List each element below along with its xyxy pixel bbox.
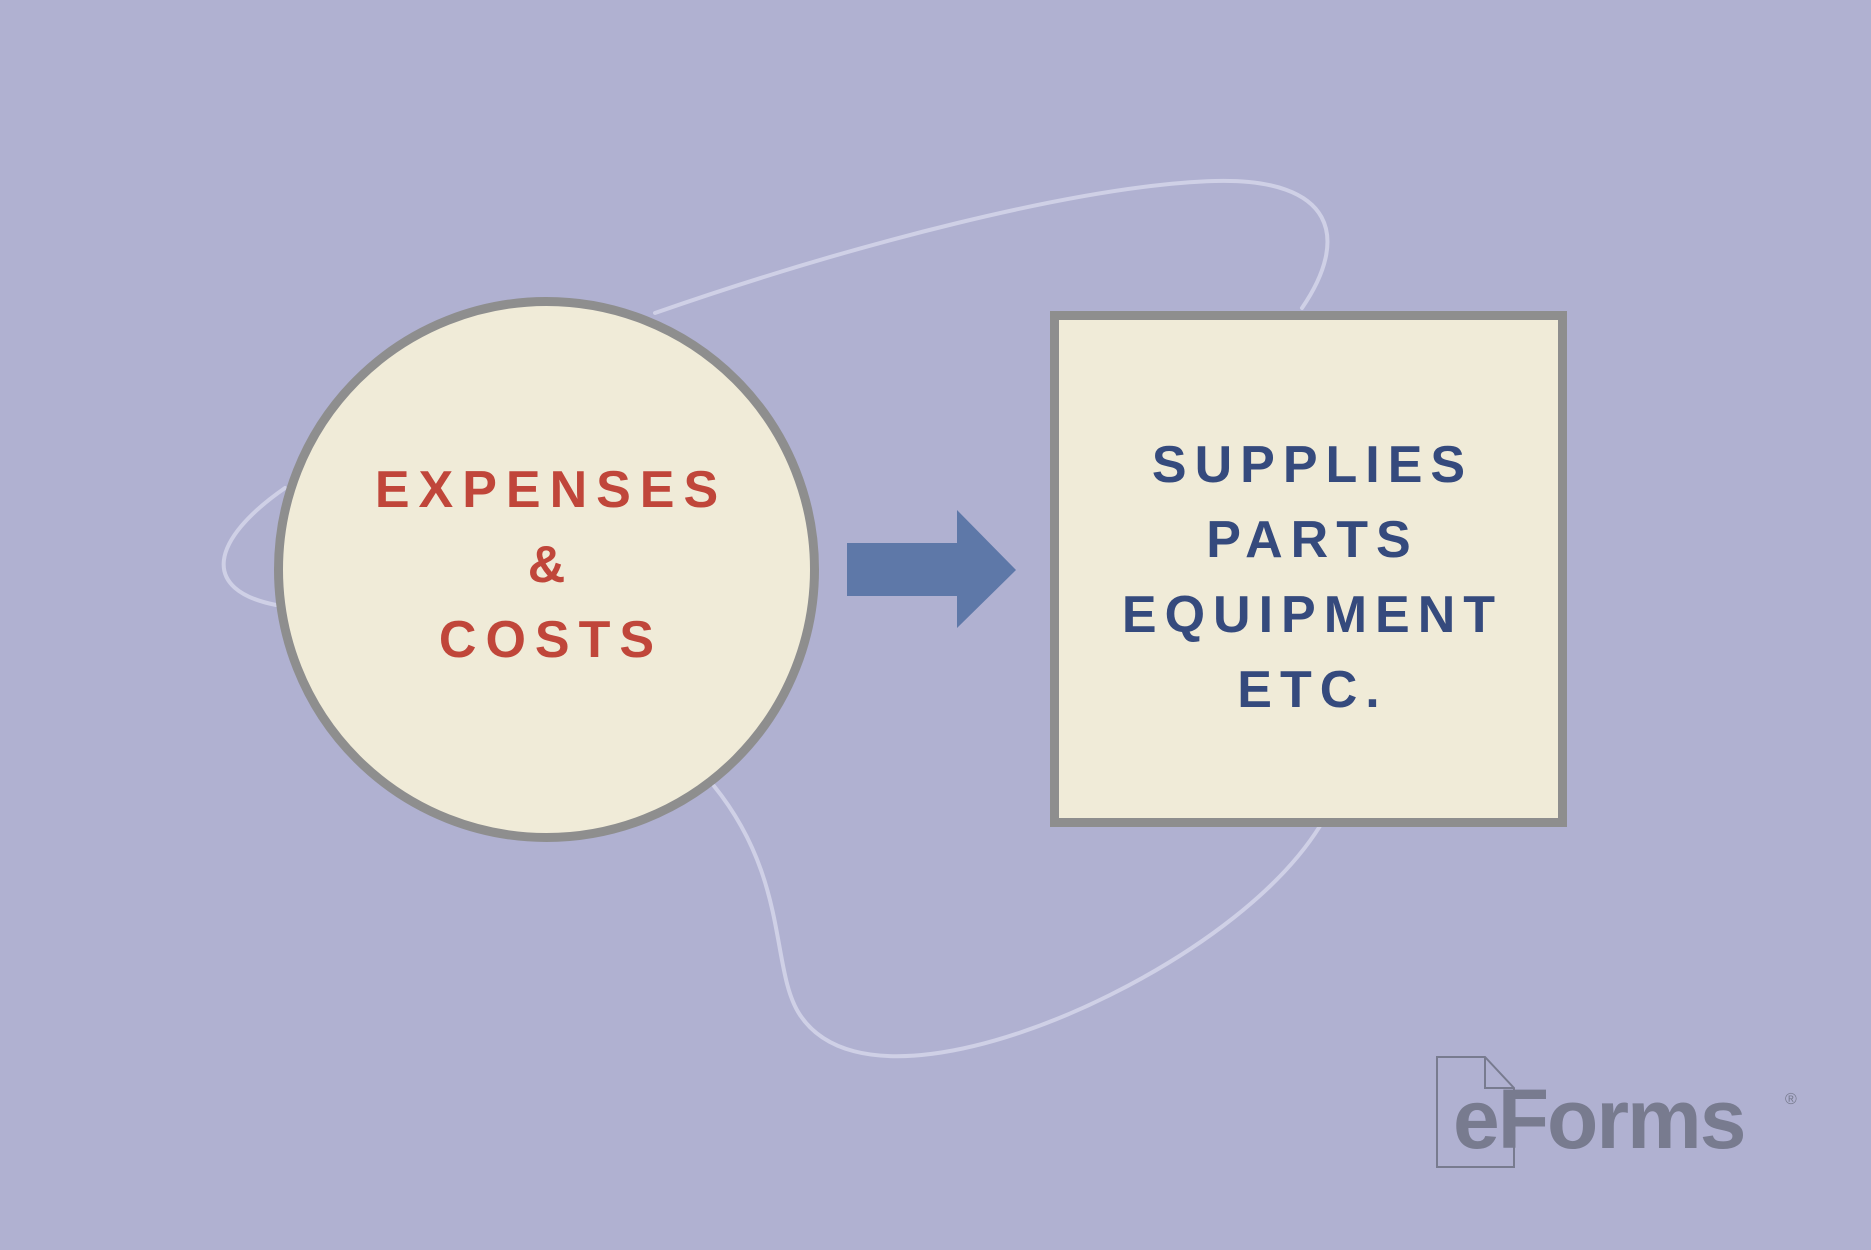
- decorative-loop-curve: [653, 178, 1330, 315]
- arrow-connector: [847, 510, 1016, 628]
- circle-label-line-2: &: [527, 536, 575, 594]
- decorative-loop-curve-bottom: [712, 784, 1322, 1059]
- eforms-logo: eForms ®: [1435, 1055, 1805, 1175]
- document-icon: [1436, 1056, 1515, 1168]
- square-label-line-1: SUPPLIES: [1151, 436, 1474, 494]
- square-label-line-4: ETC.: [1237, 661, 1388, 719]
- circle-label-line-1: EXPENSES: [374, 461, 728, 519]
- expenses-costs-circle: EXPENSES & COSTS: [274, 297, 819, 842]
- circle-label-line-3: COSTS: [438, 611, 664, 669]
- supplies-square: SUPPLIES PARTS EQUIPMENT ETC.: [1050, 311, 1567, 827]
- brand-text: eForms: [1453, 1072, 1746, 1166]
- square-label-line-2: PARTS: [1206, 511, 1419, 569]
- decorative-loop-curve-left: [221, 486, 287, 607]
- square-label-line-3: EQUIPMENT: [1121, 586, 1504, 644]
- registered-mark: ®: [1785, 1091, 1797, 1108]
